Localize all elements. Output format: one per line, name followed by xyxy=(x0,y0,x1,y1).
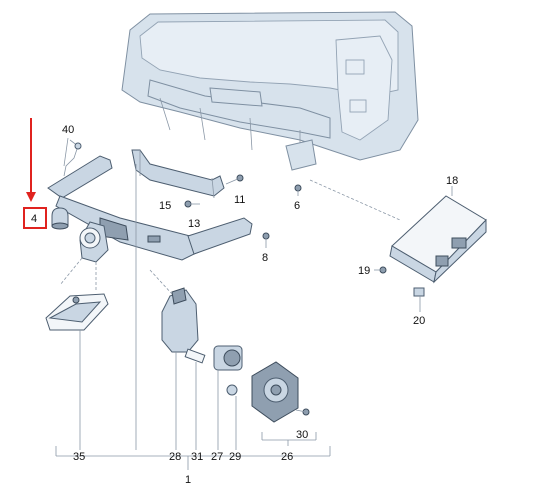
part-27-connector xyxy=(213,345,243,371)
label-26[interactable]: 26 xyxy=(281,451,293,463)
part-28-socket-plate xyxy=(149,269,199,353)
part-40-cable xyxy=(63,139,82,177)
part-31-pin xyxy=(184,348,206,364)
part-13-bolt xyxy=(184,200,200,208)
label-35[interactable]: 35 xyxy=(73,451,85,463)
label-4[interactable]: 4 xyxy=(31,213,37,225)
part-labels: 40 4 15 13 11 6 8 18 19 20 35 28 31 27 2… xyxy=(31,124,458,486)
label-28[interactable]: 28 xyxy=(169,451,181,463)
label-8[interactable]: 8 xyxy=(262,252,268,264)
label-13[interactable]: 13 xyxy=(188,218,200,230)
label-31[interactable]: 31 xyxy=(191,451,203,463)
tow-bar-crossmember xyxy=(47,155,253,261)
part-6-bolt xyxy=(294,184,302,196)
vehicle-rear-body xyxy=(121,11,419,171)
part-11-bolt xyxy=(225,174,244,185)
highlight-marker xyxy=(23,118,47,229)
label-30[interactable]: 30 xyxy=(296,429,308,441)
label-40[interactable]: 40 xyxy=(62,124,74,136)
label-20[interactable]: 20 xyxy=(413,315,425,327)
part-30-screw xyxy=(295,408,310,416)
label-15[interactable]: 15 xyxy=(159,200,171,212)
label-18[interactable]: 18 xyxy=(446,175,458,187)
label-6[interactable]: 6 xyxy=(294,200,300,212)
label-19[interactable]: 19 xyxy=(358,265,370,277)
part-35-bracket xyxy=(45,293,109,331)
label-1[interactable]: 1 xyxy=(185,474,191,486)
part-29-nut xyxy=(226,384,238,396)
leader-lines xyxy=(55,137,453,470)
part-15-bracket xyxy=(131,149,225,199)
label-29[interactable]: 29 xyxy=(229,451,241,463)
part-19-bolt xyxy=(374,266,387,274)
label-27[interactable]: 27 xyxy=(211,451,223,463)
part-20-clip xyxy=(413,287,425,297)
tow-ball xyxy=(59,221,109,290)
part-8-bolt xyxy=(262,232,270,248)
highlight-box xyxy=(23,207,47,229)
part-18-control-unit xyxy=(309,179,487,284)
part-4-cap xyxy=(51,207,69,230)
part-26-socket xyxy=(251,361,299,423)
label-11[interactable]: 11 xyxy=(234,194,245,206)
